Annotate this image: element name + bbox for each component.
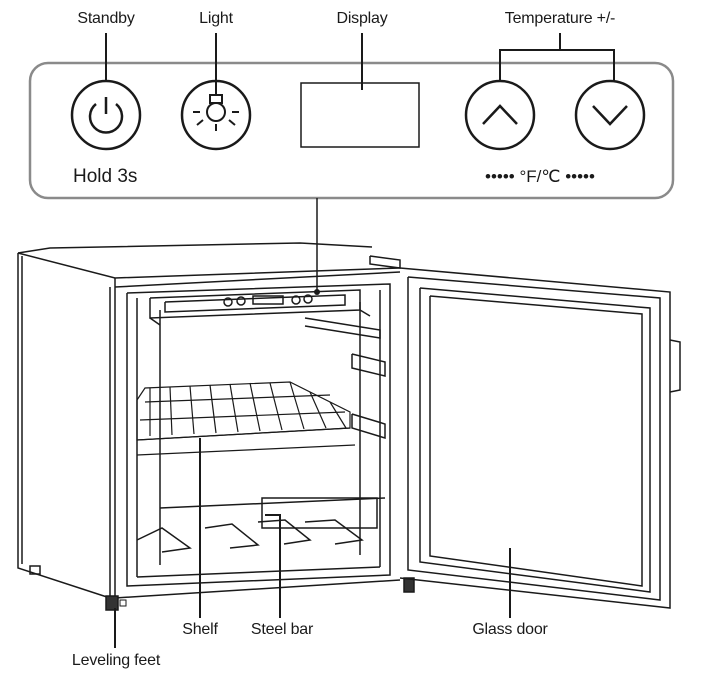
fridge-body <box>17 242 401 599</box>
temp-up-button <box>464 79 536 151</box>
light-label: Light <box>199 10 233 27</box>
leveling-feet-shape <box>29 565 415 611</box>
power-icon <box>88 97 124 134</box>
lightbulb-icon <box>193 94 239 131</box>
steel-bars <box>136 497 386 553</box>
chevron-down-icon <box>592 105 628 126</box>
glass-door-label: Glass door <box>472 621 548 638</box>
glass-door-shape <box>369 255 681 609</box>
inner-control-strip <box>149 289 371 326</box>
temperature-label: Temperature +/- <box>504 10 616 27</box>
standby-button <box>70 79 142 151</box>
display-label: Display <box>336 10 388 27</box>
shelf-rails <box>304 317 386 440</box>
display-window <box>300 82 420 148</box>
shelf-label: Shelf <box>182 621 218 638</box>
temp-down-button <box>574 79 646 151</box>
standby-label: Standby <box>77 10 135 27</box>
control-panel-frame <box>28 61 675 200</box>
wire-shelf <box>136 381 356 456</box>
chevron-up-icon <box>482 104 518 125</box>
hold-label: Hold 3s <box>73 166 138 187</box>
unit-toggle-label: ••••• °F/℃ ••••• <box>485 167 595 186</box>
leveling-feet-label: Leveling feet <box>71 652 161 669</box>
steel-bar-label: Steel bar <box>250 621 314 638</box>
